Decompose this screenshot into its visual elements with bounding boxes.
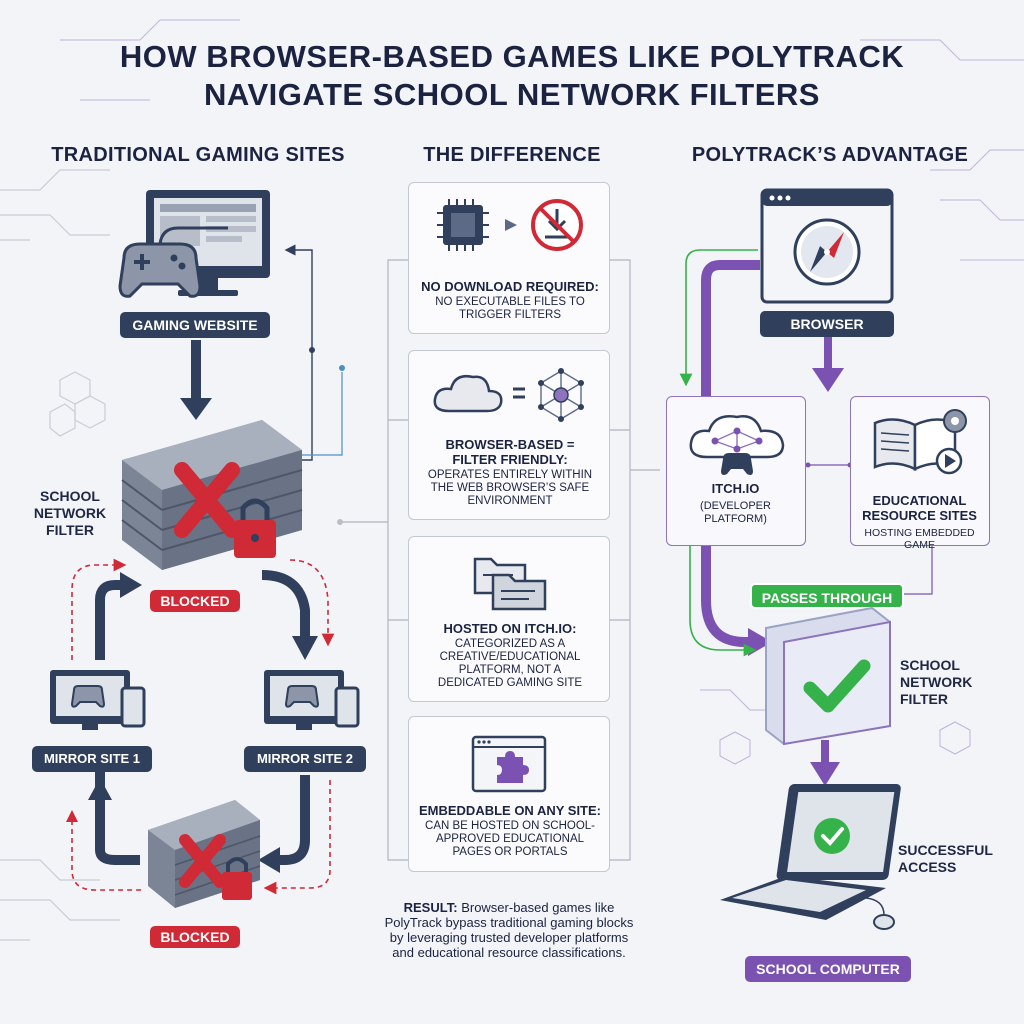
browser-window-icon	[760, 188, 894, 304]
difference-desc-1: NO EXECUTABLE FILES TO TRIGGER FILTERS	[435, 296, 585, 321]
filter-pass-check-icon	[765, 606, 891, 746]
folders-icon	[473, 557, 547, 611]
educational-sites-node: EDUCATIONAL RESOURCE SITES HOSTING EMBED…	[850, 396, 990, 551]
difference-title-2: BROWSER-BASED = FILTER FRIENDLY:	[445, 437, 575, 467]
cloud-gamepad-icon	[689, 415, 785, 475]
passes-through-badge: PASSES THROUGH	[750, 583, 904, 609]
middle-bracket	[340, 259, 660, 861]
difference-desc-3: CATEGORIZED AS A CREATIVE/EDUCATIONAL PL…	[437, 638, 583, 689]
title-line-1: HOW BROWSER-BASED GAMES LIKE POLYTRACK	[119, 39, 905, 74]
itchio-subtitle: (DEVELOPER PLATFORM)	[700, 500, 771, 525]
difference-desc-4: CAN BE HOSTED ON SCHOOL- APPROVED EDUCAT…	[425, 820, 595, 858]
firewall-blocked-icon	[121, 420, 303, 570]
browser-puzzle-icon	[471, 735, 547, 793]
difference-title-1: NO DOWNLOAD REQUIRED:	[421, 279, 599, 294]
browser-label: BROWSER	[760, 311, 894, 337]
difference-card-itchio: HOSTED ON ITCH.IO: CATEGORIZED AS A CREA…	[408, 536, 610, 702]
blocked-badge-bottom: BLOCKED	[150, 926, 240, 948]
mirror-site-1-label: MIRROR SITE 1	[32, 746, 152, 772]
school-computer-label: SCHOOL COMPUTER	[745, 956, 911, 982]
page-title: HOW BROWSER-BASED GAMES LIKE POLYTRACK N…	[0, 38, 1024, 114]
book-gear-play-icon	[873, 409, 967, 475]
chip-no-download-icon	[437, 199, 583, 251]
mirror-site-2-label: MIRROR SITE 2	[244, 746, 366, 772]
mirror-site-2-icon	[264, 670, 360, 730]
gaming-website-monitor-icon	[118, 190, 270, 298]
difference-title-3: HOSTED ON ITCH.IO:	[443, 621, 577, 636]
gaming-website-label: GAMING WEBSITE	[120, 312, 270, 338]
title-line-2: NAVIGATE SCHOOL NETWORK FILTERS	[204, 77, 820, 112]
result-label: RESULT:	[403, 900, 458, 915]
itchio-node: ITCH.IO (DEVELOPER PLATFORM)	[666, 396, 806, 546]
column-header-polytrack: POLYTRACK’S ADVANTAGE	[691, 144, 969, 166]
result-text: Browser-based games like PolyTrack bypas…	[384, 900, 634, 960]
successful-access-label: SUCCESSFUL ACCESS	[898, 842, 993, 875]
educational-sites-subtitle: HOSTING EMBEDDED GAME	[864, 527, 975, 551]
educational-sites-title: EDUCATIONAL RESOURCE SITES	[862, 493, 977, 523]
mirror-site-1-icon	[50, 670, 146, 730]
itchio-title: ITCH.IO	[711, 481, 760, 496]
difference-desc-2: OPERATES ENTIRELY WITHIN THE WEB BROWSER…	[427, 469, 593, 507]
school-network-filter-label-left: SCHOOL NETWORK FILTER	[33, 488, 107, 538]
result-summary: RESULT: Browser-based games like PolyTra…	[378, 900, 640, 960]
school-network-filter-label-right: SCHOOL NETWORK FILTER	[900, 657, 973, 707]
difference-card-no-download: NO DOWNLOAD REQUIRED: NO EXECUTABLE FILE…	[408, 182, 610, 334]
column-header-traditional: TRADITIONAL GAMING SITES	[51, 144, 345, 166]
column-header-difference: THE DIFFERENCE	[423, 144, 601, 166]
firewall-blocked-bottom-icon	[148, 800, 261, 908]
school-laptop-icon	[720, 784, 901, 930]
circuit-decoration-left	[0, 169, 120, 941]
cloud-equals-network-icon	[433, 368, 584, 422]
difference-card-embeddable: EMBEDDABLE ON ANY SITE: CAN BE HOSTED ON…	[408, 716, 610, 872]
blocked-badge-top: BLOCKED	[150, 590, 240, 612]
difference-title-4: EMBEDDABLE ON ANY SITE:	[418, 803, 601, 818]
difference-card-browser-based: BROWSER-BASED = FILTER FRIENDLY: OPERATE…	[408, 350, 610, 520]
